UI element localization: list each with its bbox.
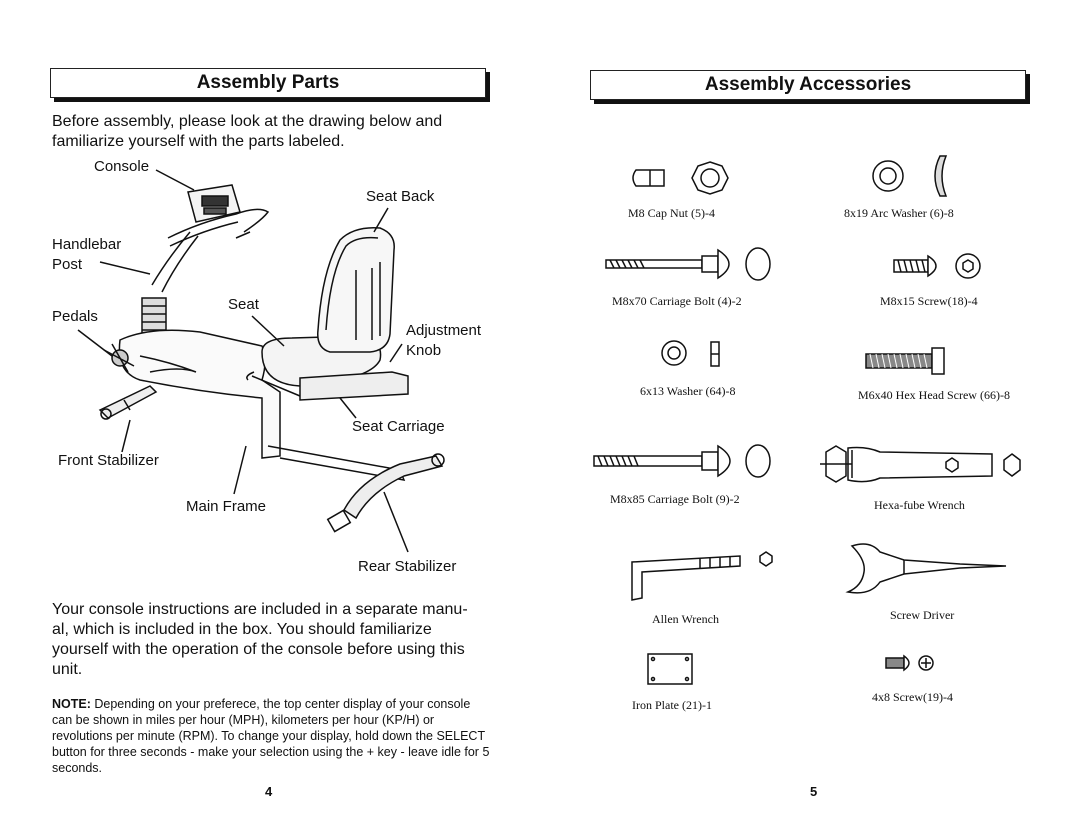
cap-nut-icon: [632, 161, 729, 195]
page-number-right: 5: [810, 784, 818, 799]
exercise-bike-drawing: [77, 169, 445, 553]
label-rear-stabilizer: Rear Stabilizer: [358, 558, 457, 575]
carriage-bolt-icon: [605, 247, 771, 281]
caption-allen-wrench: Allen Wrench: [652, 612, 719, 626]
accessory-drawings: [593, 155, 1021, 685]
assembly-parts-header: Assembly Parts: [50, 68, 486, 98]
note-text: Depending on your preferece, the top cen…: [52, 697, 490, 775]
assembly-accessories-header: Assembly Accessories: [590, 70, 1026, 100]
caption-carriage-bolt-85: M8x85 Carriage Bolt (9)-2: [610, 492, 740, 506]
caption-screw-m8x15: M8x15 Screw(18)-4: [880, 294, 978, 308]
label-console: Console: [94, 158, 150, 175]
page-number-left: 4: [265, 784, 273, 799]
note-paragraph: NOTE: Depending on your preferece, the t…: [52, 696, 492, 776]
allen-wrench-icon: [631, 551, 773, 601]
caption-screw-driver: Screw Driver: [890, 608, 955, 622]
caption-hexa-fube-wrench: Hexa-fube Wrench: [874, 498, 965, 512]
screw-icon: [893, 253, 981, 279]
label-main-frame: Main Frame: [186, 498, 267, 515]
hex-head-screw-icon: [865, 347, 945, 375]
arc-washer-icon: [872, 155, 948, 197]
caption-iron-plate: Iron Plate (21)-1: [632, 698, 712, 712]
intro-paragraph: Before assembly, please look at the draw…: [52, 113, 443, 150]
label-seat-carriage: Seat Carriage: [352, 418, 445, 435]
label-front-stabilizer: Front Stabilizer: [58, 452, 159, 469]
iron-plate-icon: [647, 653, 693, 685]
label-seat: Seat: [228, 296, 259, 313]
screw-driver-icon: [845, 543, 1007, 594]
caption-cap-nut: M8 Cap Nut (5)-4: [628, 206, 715, 220]
washer-icon: [661, 340, 720, 367]
carriage-bolt-long-icon: [593, 444, 771, 478]
label-adjustment: Adjustment: [406, 322, 482, 339]
caption-arc-washer: 8x19 Arc Washer (6)-8: [844, 206, 954, 220]
caption-hex-head-screw: M6x40 Hex Head Screw (66)-8: [858, 388, 1010, 402]
label-knob: Knob: [406, 342, 442, 359]
caption-screw-4x8: 4x8 Screw(19)-4: [872, 690, 953, 704]
label-seat-back: Seat Back: [366, 188, 435, 205]
small-screw-icon: [885, 654, 934, 672]
caption-carriage-bolt-70: M8x70 Carriage Bolt (4)-2: [612, 294, 742, 308]
label-post: Post: [52, 256, 83, 273]
caption-washer-6x13: 6x13 Washer (64)-8: [640, 384, 736, 398]
label-handlebar: Handlebar: [52, 236, 122, 253]
note-label: NOTE:: [52, 697, 91, 711]
label-pedals: Pedals: [52, 308, 98, 325]
hexa-fube-wrench-icon: [820, 445, 1021, 483]
console-instructions: Your console instructions are included i…: [52, 601, 468, 678]
